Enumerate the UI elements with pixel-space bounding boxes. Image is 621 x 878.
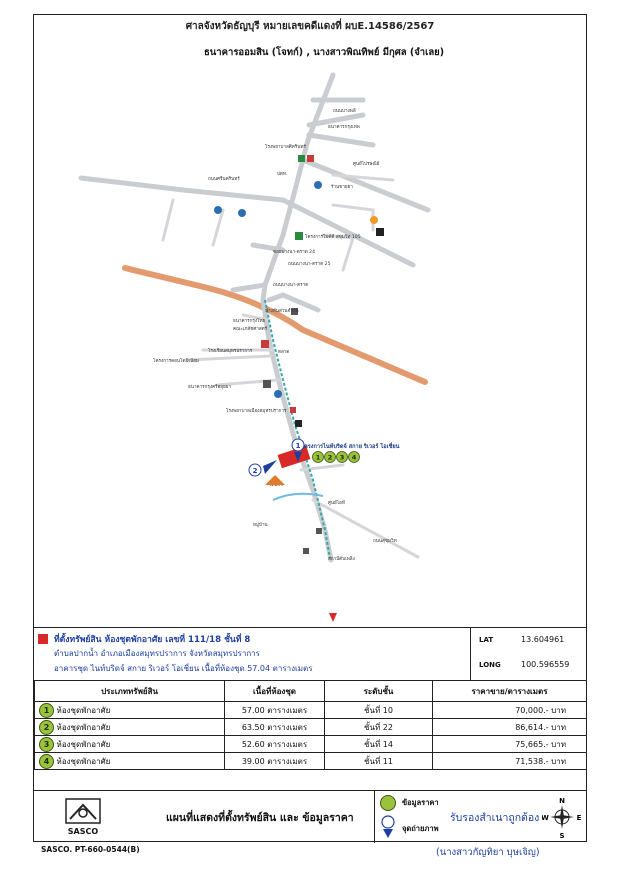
svg-text:1: 1	[316, 454, 321, 462]
poi-label: หมู่บ้าน	[253, 522, 269, 528]
poi-label: คณะเภสัชศาสตร์	[233, 325, 268, 332]
road-label: ถนนบางพลี	[333, 107, 356, 114]
access-route	[264, 299, 331, 559]
poi-label: ห้างหุ้นส่วนจำกัด	[265, 307, 299, 314]
price-comparison-table: ประเภททรัพย์สิน เนื้อที่ห้องชุด ระดับชั้…	[34, 680, 587, 770]
subject-legend-swatch	[38, 634, 48, 644]
poi-label: ธนาคารกรุงเทพ	[328, 124, 360, 130]
subject-property-marker[interactable]	[277, 445, 311, 469]
property-building: อาคารชุด ไนท์บริดจ์ สกาย ริเวอร์ โอเชี่ย…	[54, 664, 313, 673]
expressway-road	[122, 265, 428, 385]
court-case-header: ศาลจังหวัดธัญบุรี หมายเลขคดีแดงที่ ผบE.1…	[185, 21, 435, 32]
coordinate-box: LAT 13.604961 LONG 100.596559	[470, 628, 587, 680]
svg-text:2: 2	[328, 454, 333, 462]
price-markers[interactable]: 1 2 3 4	[312, 451, 360, 463]
poi-label: โครงการไมด์ดี สุขุมวิท 105	[305, 233, 361, 240]
lat-label: LAT	[479, 636, 494, 644]
table-row: 4 ห้องชุดพักอาศัย 39.00 ตารางเมตร ชั้นที…	[34, 752, 587, 770]
row-number-badge: 2	[39, 719, 54, 735]
direction-arrow-icon	[329, 613, 337, 622]
road-label: ถนนบางนา-ตราด 25	[288, 261, 331, 267]
poi-label: โครงการคอนโดมิเนียม	[153, 357, 199, 364]
road-label: ซอยบางนา-ตราด 24	[273, 249, 315, 255]
footer-panel: SASCO แผนที่แสดงที่ตั้งทรัพย์สิน และ ข้อ…	[34, 790, 586, 843]
svg-text:S: S	[559, 832, 564, 839]
poi-label: ธนาคารกรุงศรีอยุธยา	[188, 383, 231, 390]
poi-label: โรงพยาบาลศิครินทร์	[265, 143, 306, 150]
poi-label: ตลาด	[278, 350, 289, 355]
lat-value: 13.604961	[521, 635, 565, 644]
poi-label: ศูนย์ไอที	[328, 499, 345, 506]
table-row: 1 ห้องชุดพักอาศัย 57.00 ตารางเมตร ชั้นที…	[34, 701, 587, 719]
svg-text:2: 2	[253, 467, 258, 475]
poi-label: ธนาคารกรุงไทย	[233, 317, 265, 324]
poi-label: โรงพยาบาลเมืองสมุทรปราการ	[226, 407, 287, 414]
price-legend-icon	[380, 795, 396, 811]
location-map[interactable]: ถนนศรีนครินทร์ ถนนบางนา-ตราด ถนนบางพลี ถ…	[33, 60, 587, 626]
row-number-badge: 3	[39, 736, 54, 752]
certified-copy-stamp: รับรองสำเนาถูกต้อง	[450, 812, 540, 824]
svg-text:SASCO: SASCO	[68, 827, 99, 836]
svg-text:N: N	[559, 797, 565, 805]
document-code: SASCO. PT-660-0544(B)	[41, 845, 140, 854]
property-title: ที่ตั้งทรัพย์สิน ห้องชุดพักอาศัย เลขที่ …	[54, 635, 251, 645]
river-line	[272, 492, 324, 501]
road-label: ถนนสุขุมวิท	[373, 538, 397, 544]
svg-text:4: 4	[352, 454, 357, 462]
table-row: 3 ห้องชุดพักอาศัย 52.60 ตารางเมตร ชั้นที…	[34, 735, 587, 753]
signer-name: (นางสาวกัญทิยา บุษเจิญ)	[436, 847, 540, 858]
compass-rose-icon: N S E W	[542, 797, 582, 839]
poi-label: ศูนย์ไปรษณีย์	[353, 160, 380, 167]
photo-point-legend-label: จุดถ่ายภาพ	[402, 824, 439, 833]
document-frame: ศาลจังหวัดธัญบุรี หมายเลขคดีแดงที่ ผบE.1…	[33, 14, 587, 842]
poi-label: สถานีดับเพลิง	[328, 555, 355, 562]
price-legend-label: ข้อมูลราคา	[402, 798, 439, 807]
property-info-box: ที่ตั้งทรัพย์สิน ห้องชุดพักอาศัย เลขที่ …	[34, 627, 586, 681]
svg-text:E: E	[577, 814, 582, 822]
long-label: LONG	[479, 661, 501, 669]
col-header: ระดับชั้น	[324, 680, 433, 702]
photo-viewpoint-2[interactable]: 2	[248, 460, 277, 477]
photo-point-legend-icon	[381, 815, 395, 838]
col-header: ราคาขาย/ตารางเมตร	[432, 680, 587, 702]
road-label: ถนนบางนา-ตราด	[273, 282, 308, 288]
poi-label: ร้านขายยา	[331, 184, 353, 190]
temple-icon	[265, 475, 285, 485]
subject-property-label: โครงการไนท์บริดจ์ สกาย ริเวอร์ โอเชี่ยน	[300, 442, 400, 450]
map-title: แผนที่แสดงที่ตั้งทรัพย์สิน และ ข้อมูลราค…	[166, 812, 354, 824]
col-header: ประเภททรัพย์สิน	[34, 680, 225, 702]
svg-text:1: 1	[296, 442, 301, 450]
table-row: 2 ห้องชุดพักอาศัย 63.50 ตารางเมตร ชั้นที…	[34, 718, 587, 736]
poi-label: โรงเรียนสมุทรปราการ	[208, 347, 253, 354]
col-header: เนื้อที่ห้องชุด	[224, 680, 325, 702]
long-value: 100.596559	[521, 660, 570, 669]
row-number-badge: 1	[39, 702, 54, 718]
photo-viewpoint-1[interactable]: 1	[291, 438, 305, 462]
parties-header: ธนาคารออมสิน (โจทก์) , นางสาวพิณทิพย์ มี…	[204, 47, 445, 58]
poi-label: ปตท.	[277, 171, 287, 177]
svg-text:W: W	[542, 814, 549, 822]
sasco-logo: SASCO	[65, 798, 101, 836]
road-label: ถนนศรีนครินทร์	[208, 175, 240, 182]
row-number-badge: 4	[39, 753, 54, 769]
svg-text:3: 3	[340, 454, 345, 462]
table-header-row: ประเภททรัพย์สิน เนื้อที่ห้องชุด ระดับชั้…	[34, 680, 587, 702]
property-address: ตำบลปากน้ำ อำเภอเมืองสมุทรปราการ จังหวัด…	[54, 649, 260, 658]
